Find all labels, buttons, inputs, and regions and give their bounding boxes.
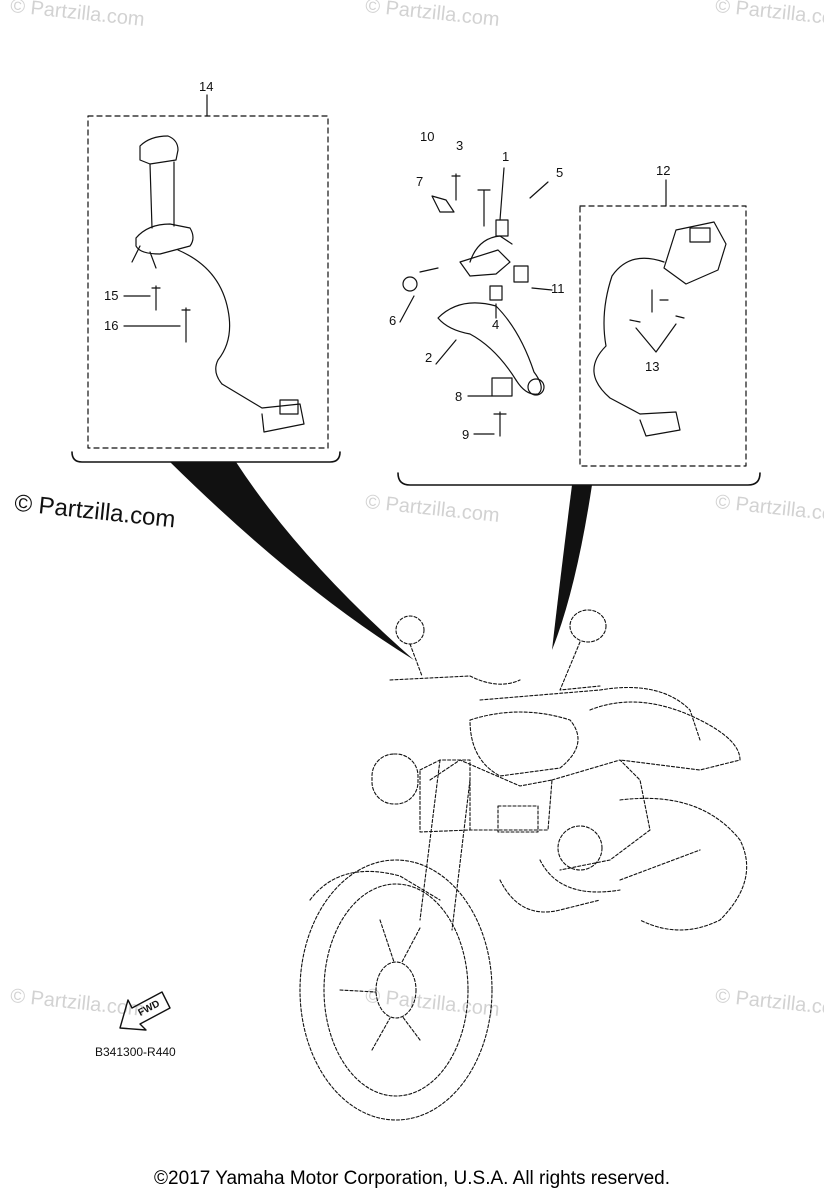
callout-9: 9 <box>462 427 470 442</box>
callout-12: 12 <box>656 163 671 178</box>
callout-4: 4 <box>492 317 500 332</box>
callout-8: 8 <box>455 389 463 404</box>
motorcycle-outline <box>299 609 748 1121</box>
callout-11: 11 <box>551 281 565 296</box>
lever-holder-and-lever <box>399 167 553 437</box>
right-lever-assembly-box <box>397 179 761 486</box>
callout-13: 13 <box>645 359 660 374</box>
callout-1: 1 <box>502 149 510 164</box>
left-handlebar-switch <box>123 135 305 433</box>
callout-3: 3 <box>456 138 464 153</box>
callout-2: 2 <box>425 350 433 365</box>
callout-7: 7 <box>416 174 424 189</box>
callout-15: 15 <box>104 288 119 303</box>
copyright-notice: ©2017 Yamaha Motor Corporation, U.S.A. A… <box>154 1168 670 1189</box>
diagram-code: B341300-R440 <box>95 1045 176 1059</box>
right-handlebar-switch <box>593 221 727 437</box>
callout-pointer-left <box>170 462 414 660</box>
callout-10: 10 <box>420 129 435 144</box>
left-switch-assembly-box <box>71 94 341 463</box>
callout-14: 14 <box>199 79 214 94</box>
callout-pointer-right <box>552 485 592 650</box>
callout-6: 6 <box>389 313 397 328</box>
callout-16: 16 <box>104 318 119 333</box>
callout-5: 5 <box>556 165 564 180</box>
forward-arrow-icon <box>119 991 171 1031</box>
